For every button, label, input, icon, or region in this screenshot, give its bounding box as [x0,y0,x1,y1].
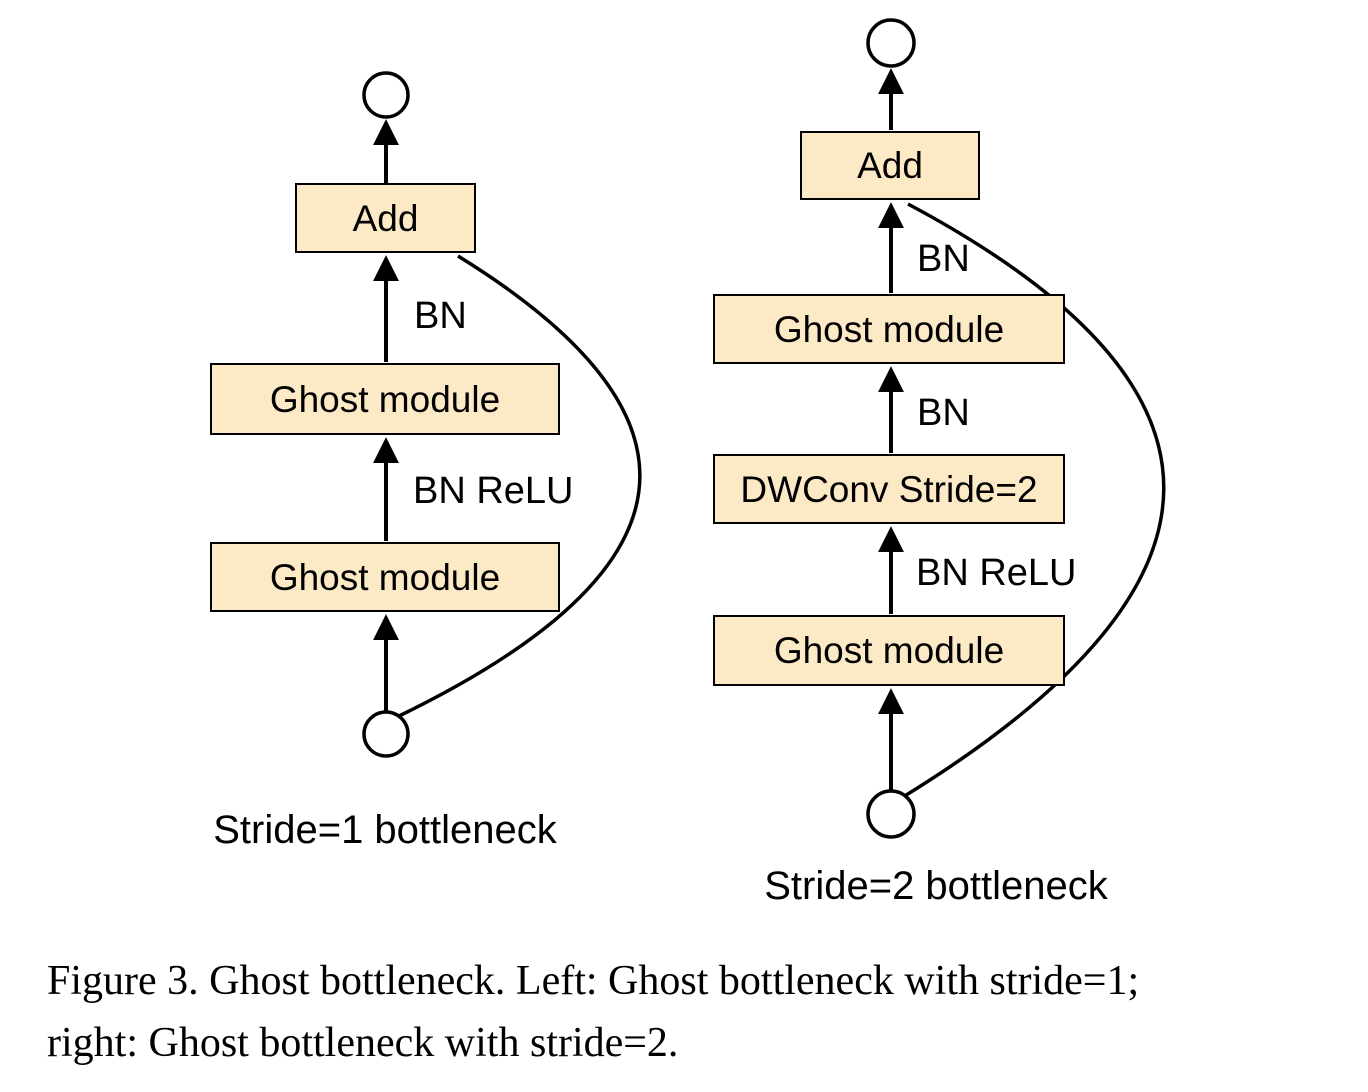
left-ghost-module-2-box: Ghost module [210,542,560,612]
figure-caption: Figure 3. Ghost bottleneck. Left: Ghost … [47,950,1347,1074]
right-add-box: Add [800,131,980,200]
left-skip-connection-curve [396,254,642,719]
left-input-node [362,710,410,758]
figure-caption-line-2: right: Ghost bottleneck with stride=2. [47,1020,679,1066]
left-add-box: Add [295,183,476,253]
right-bn-relu-label: BN ReLU [916,552,1077,594]
right-skip-connection-curve [902,202,1166,799]
right-input-node [866,789,916,839]
right-output-node [866,18,916,68]
right-ghost-module-1-box: Ghost module [713,294,1065,364]
right-ghost-module-2-box: Ghost module [713,615,1065,686]
left-output-node [362,71,410,119]
left-bn-relu-label: BN ReLU [413,470,574,512]
right-bn-label-1: BN [917,238,970,280]
left-ghost-module-1-box: Ghost module [210,363,560,435]
left-diagram-caption: Stride=1 bottleneck [213,808,557,852]
right-dwconv-box: DWConv Stride=2 [713,454,1065,524]
right-bn-label-2: BN [917,392,970,434]
figure-caption-line-1: Figure 3. Ghost bottleneck. Left: Ghost … [47,958,1140,1004]
right-diagram-caption: Stride=2 bottleneck [764,864,1108,908]
left-bn-label: BN [414,295,467,337]
